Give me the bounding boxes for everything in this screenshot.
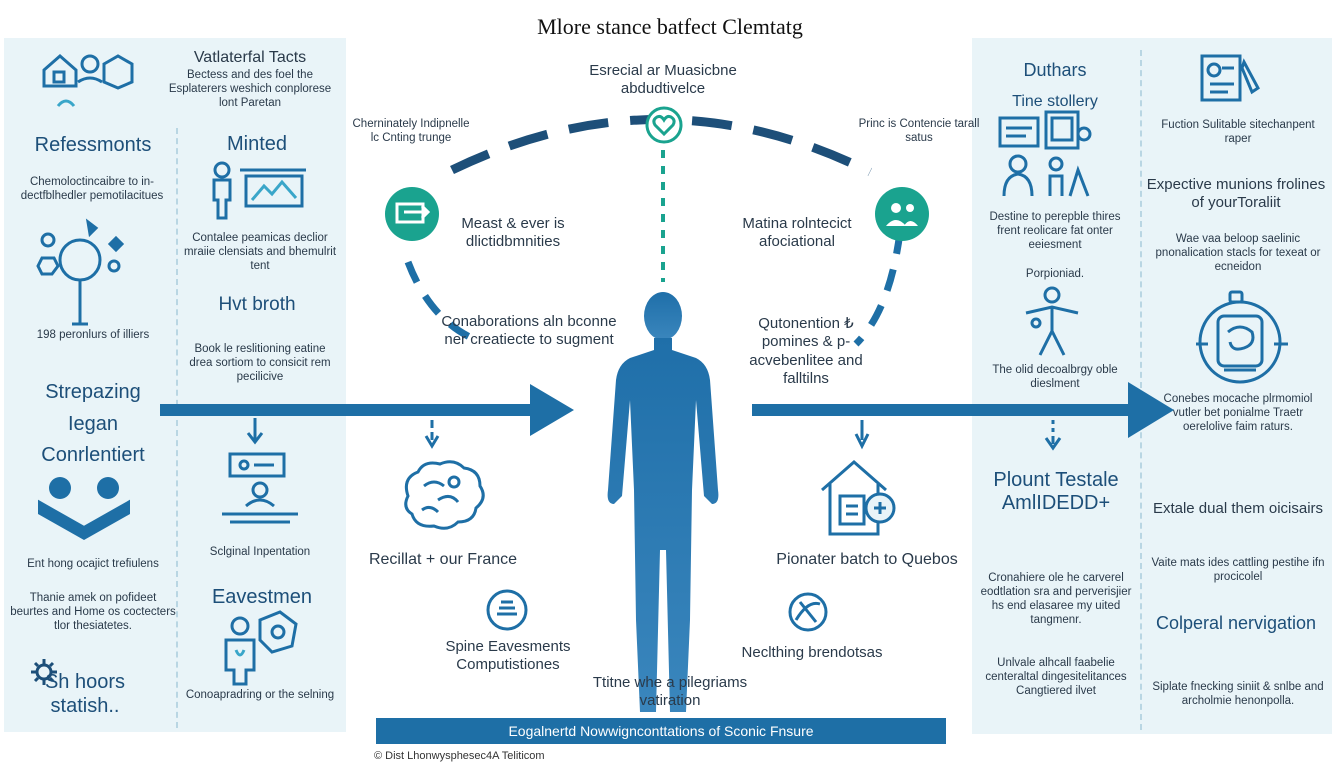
right-col1-text-1: Destine to perepble thires frent reolica… [989,211,1121,252]
bottom-left-label: Spine Eavesments Computistiones [445,638,571,674]
left-col2-text-1: Contalee peamicas declior mraiie clensia… [183,232,337,273]
page-title: Mlore stance batfect Clemtatg [537,14,803,39]
right-col2-heading-3: Colperal nervigation [1155,613,1317,633]
down-arrow-icon [246,418,264,446]
left-col1-text-2: Chemoloctincaibre to in-dectfblhedler pe… [20,176,164,203]
node-right-label: Matina rolntecict afociational [742,215,852,251]
people-node-icon[interactable] [874,186,930,242]
arc-top-label: Esrecial ar Muasicbne abdudtivelce [589,62,737,98]
laptop-user-icon [218,450,302,530]
right-col1-text-2: Porpioniad. [1025,268,1085,280]
left-col2-heading-3: Eavestmen [211,586,313,608]
right-col1-text-5: Unlvale alhcall faabelie centeraltal din… [985,657,1127,698]
person-balance-icon [1022,285,1082,357]
left-col1-heading-3c: Conrlentiert [41,444,145,466]
person-presentation-icon [206,160,306,222]
left-col2-heading-1: Minted [226,133,288,155]
right-col2-text-2: Wae vaa beloop saelinic pnonalication st… [1155,233,1321,274]
right-col1-text-3: The olid decoalbrgy oble dieslment [992,364,1118,391]
brain-jar-icon [1194,290,1290,388]
right-col2-heading-2: Extale dual them oicisairs [1152,500,1324,517]
house-hands-icon [38,46,138,110]
left-col1-heading-3b: Iegan [67,413,119,435]
left-col1-text-3: 198 peronlurs of illiers [36,329,150,341]
left-col1-heading-2: Refessmonts [34,134,152,156]
open-book-icon [34,474,134,544]
left-panel [4,38,346,732]
right-col1-heading-3b: AmlIDEDD+ [1001,492,1111,514]
bottom-center-label: Ttitne whe a pilegriams vatiration [592,674,748,710]
right-col2-text-4: Vaite mats ides cattling pestihe ifn pro… [1151,557,1325,584]
right-col2-text-3: Conebes mocache plrmomiol vutler bet pon… [1163,393,1313,434]
arc-right-label: Princ is Contencie tarall satus [858,118,980,145]
monitor-node-icon[interactable] [384,186,440,242]
right-col1-heading-1: Duthars [1023,60,1087,80]
left-panel-divider [176,128,178,728]
magnifier-gear-icon [36,218,136,330]
left-col2-heading-2: Hvt broth [218,294,296,315]
left-col1-text-4: Ent hong ocajict trefiulens [27,558,159,570]
house-shield-icon [818,456,900,540]
left-col1-heading-1: Vatlaterfal Tacts [193,49,307,66]
mid-right-label: Qutonention ₺ pomines & p-acvebenlitee a… [749,315,863,387]
left-col2-text-3: Sclginal Inpentation [209,546,311,558]
footer-credit: © Dist Lhonwysphesec4A Teliticom [374,750,545,762]
bottom-banner-text: Eogalnertd Nowwignconttations of Sconic … [508,723,814,739]
lower-right-label: Pionater batch to Quebos [776,551,958,568]
right-dashed-curve [853,231,904,347]
heart-icon[interactable] [645,106,683,144]
left-col1-heading-4: Sh hoors statish.. [44,671,126,718]
left-col2-text-4: Conoapradring or the selning [185,689,335,701]
left-col1-heading-3a: Strepazing [45,381,141,403]
team-desk-icon [996,110,1096,202]
globe-arrows-icon [786,590,830,634]
right-col1-heading-3a: Plount Testale [993,469,1119,491]
book-stack-icon [485,588,529,632]
left-flow-arrow [160,384,574,436]
gear-icon [30,658,58,686]
bottom-right-label: Neclthing brendotsas [741,644,883,661]
right-col2-heading-1: Expective munions frolines of yourTorali… [1146,176,1326,212]
left-col2-text-2: Book le reslitioning eatine drea sortiom… [189,343,331,384]
human-figure-icon [600,290,726,720]
center-right-down-arrow [854,420,870,450]
right-col2-text-1: Fuction Sulitable sitechanpent raper [1161,119,1315,146]
right-flow-arrow [752,382,1174,438]
left-col1-text-1: Bectess and des foel the Esplaterers wes… [168,69,332,110]
right-col1-text-4: Cronahiere ole he carverel eodtlation sr… [980,572,1132,627]
right-panel [972,38,1332,734]
lower-left-label: Recillat + our France [368,551,518,568]
document-pen-icon [1198,52,1262,104]
right-down-arrow-icon [1044,420,1062,452]
right-col1-heading-2: Tine stollery [1012,93,1098,110]
node-left-label: Meast & ever is dlictidbmnities [461,215,565,251]
person-puzzle-icon [222,610,302,686]
right-col2-text-5: Siplate fnecking siniit & snlbe and arch… [1152,681,1324,708]
arc-left-label: Cherninately Indipnelle lc Cnting trunge [352,118,470,145]
center-left-down-arrow [424,420,440,449]
brain-puzzle-icon [398,456,488,536]
mid-left-label: Conaborations aln bconne ner creatiecte … [441,313,617,349]
left-col1-text-5: Thanie amek on pofideet beurtes and Home… [10,592,176,633]
bottom-banner: Eogalnertd Nowwignconttations of Sconic … [376,718,946,744]
left-dashed-curve [404,260,478,344]
